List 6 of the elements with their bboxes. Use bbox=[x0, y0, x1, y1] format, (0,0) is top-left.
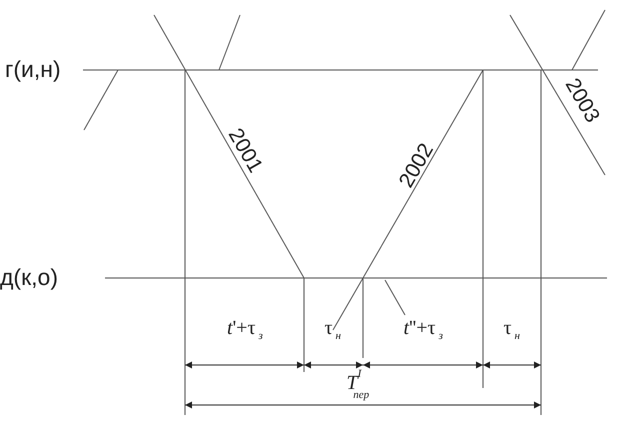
station-label: г(и,н) bbox=[5, 58, 61, 80]
interval-label: t'+τ$_{з}$ bbox=[227, 318, 263, 342]
interval-label: τ$_{н}$ bbox=[504, 318, 520, 342]
station-label: д(к,о) bbox=[0, 266, 58, 288]
interval-label: t''+τ$_{з}$ bbox=[404, 318, 443, 342]
interval-label: τ$_{н}$ bbox=[324, 318, 342, 342]
